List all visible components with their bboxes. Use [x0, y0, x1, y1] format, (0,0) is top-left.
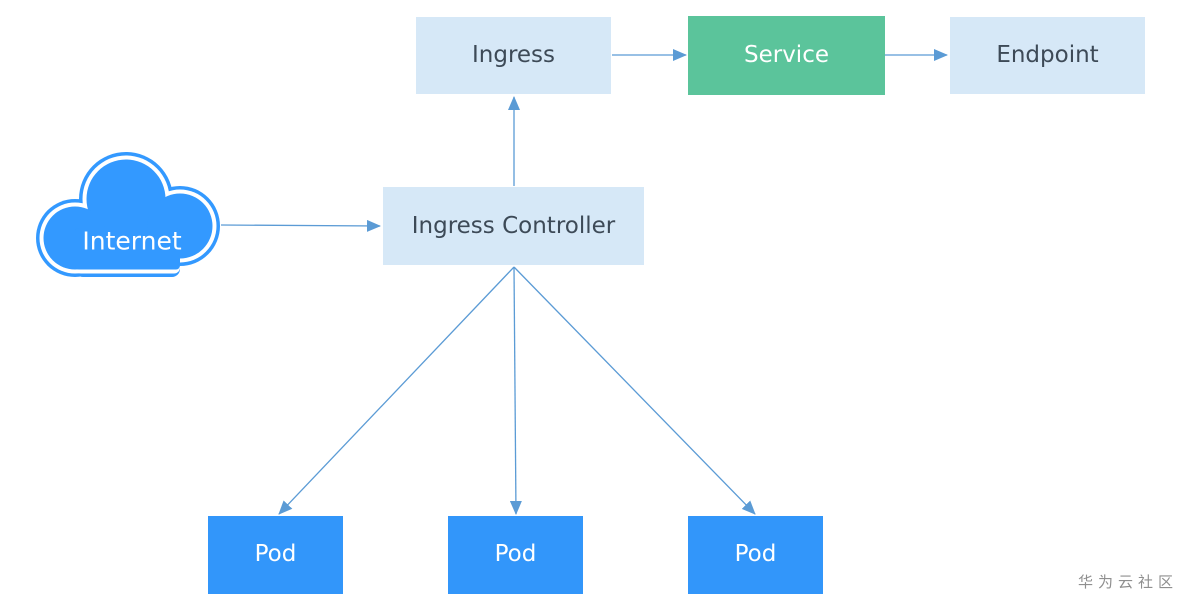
connectors: [220, 49, 948, 515]
pod-box: [688, 516, 823, 594]
cloud-icon: [36, 152, 220, 277]
pod-label: Pod: [255, 541, 297, 567]
pod-node: Pod: [208, 516, 343, 594]
arrow-ingress-controller-to-pod-3: [513, 266, 756, 515]
pod-label: Pod: [495, 541, 537, 567]
endpoint-box: [950, 17, 1145, 94]
service-node: Service: [688, 16, 885, 95]
arrow-ingress-controller-to-pod-2: [509, 266, 522, 515]
ingress-controller-box: [383, 187, 644, 265]
arrow-ingress-controller-to-pod-1: [278, 266, 515, 515]
ingress-box: [416, 17, 611, 94]
internet-label: Internet: [82, 227, 181, 256]
pod-node: Pod: [448, 516, 583, 594]
pod-node: Pod: [688, 516, 823, 594]
service-label: Service: [744, 42, 829, 68]
internet-cloud: Internet: [36, 152, 220, 277]
ingress-label: Ingress: [472, 42, 555, 68]
endpoint-node: Endpoint: [950, 17, 1145, 94]
ingress-controller-node: Ingress Controller: [383, 187, 644, 265]
arrow-internet-to-ingress-controller: [220, 219, 381, 232]
endpoint-label: Endpoint: [996, 42, 1098, 68]
service-box: [688, 16, 885, 95]
pod-box: [208, 516, 343, 594]
pod-label: Pod: [735, 541, 777, 567]
watermark-text: 华为云社区: [1077, 573, 1178, 591]
ingress-controller-label: Ingress Controller: [412, 213, 616, 239]
pod-box: [448, 516, 583, 594]
ingress-node: Ingress: [416, 17, 611, 94]
